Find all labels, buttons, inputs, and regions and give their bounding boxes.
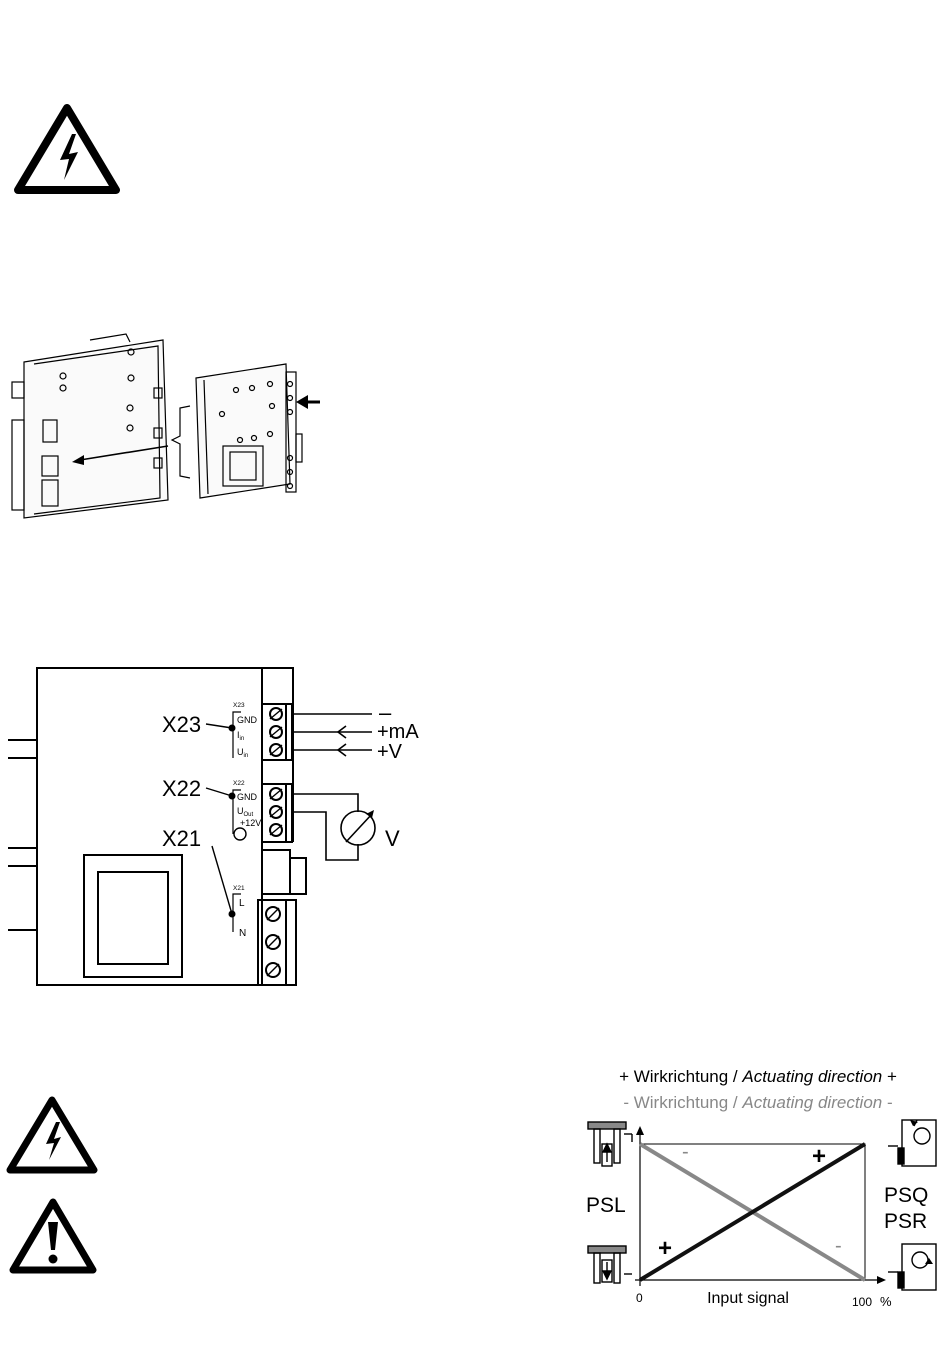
caution-warning-icon bbox=[8, 1196, 98, 1276]
valve-opening-icon bbox=[588, 1246, 632, 1283]
x21-pin-l: L bbox=[239, 898, 245, 909]
x23-pin-uin: Uin bbox=[237, 747, 248, 759]
label-psl: PSL bbox=[586, 1194, 626, 1217]
sign-positive-low: + bbox=[658, 1235, 672, 1262]
sign-negative-high: - bbox=[682, 1141, 689, 1163]
x21-pin-n: N bbox=[239, 928, 246, 939]
x21-tag: X21 bbox=[233, 885, 245, 892]
x22-pin-gnd: GND bbox=[237, 792, 258, 802]
meter-label: V bbox=[385, 826, 400, 851]
rotary-actuator-ccw-icon bbox=[888, 1120, 936, 1166]
label-psq: PSQ bbox=[884, 1184, 928, 1207]
actuating-direction-chart: + Wirkrichtung / Actuating direction + -… bbox=[580, 1060, 945, 1310]
title-negative: - Wirkrichtung / Actuating direction - bbox=[623, 1093, 892, 1112]
x22-label: X22 bbox=[162, 776, 201, 801]
x23-pin-gnd: GND bbox=[237, 715, 258, 725]
module-insertion-illustration bbox=[8, 328, 338, 528]
sign-negative-low: - bbox=[835, 1235, 842, 1257]
x22-tag: X22 bbox=[233, 780, 245, 787]
signal-v: +V bbox=[377, 741, 403, 763]
x-tick-0: 0 bbox=[636, 1291, 643, 1305]
valve-closing-icon bbox=[588, 1122, 632, 1166]
label-psr: PSR bbox=[884, 1210, 927, 1233]
signal-ma: +mA bbox=[377, 721, 419, 743]
sign-positive-high: + bbox=[812, 1143, 826, 1170]
x-axis-label: Input signal bbox=[707, 1290, 789, 1307]
x22-pin-uout: UOut bbox=[237, 806, 254, 818]
x21-label: X21 bbox=[162, 826, 201, 851]
x-tick-100: 100 bbox=[852, 1295, 872, 1309]
wiring-diagram: X23 X23 GND Iin Uin – +mA +V X22 X22 GND… bbox=[0, 660, 440, 990]
x22-pin-12v: +12V bbox=[240, 818, 261, 828]
x23-tag: X23 bbox=[233, 702, 245, 709]
x-tick-unit: % bbox=[880, 1294, 892, 1309]
title-positive: + Wirkrichtung / Actuating direction + bbox=[619, 1067, 897, 1086]
x23-pin-iin: Iin bbox=[237, 730, 244, 742]
rotary-actuator-cw-icon bbox=[888, 1244, 936, 1290]
high-voltage-warning-icon bbox=[12, 102, 122, 197]
high-voltage-warning-icon bbox=[4, 1094, 100, 1176]
x23-label: X23 bbox=[162, 712, 201, 737]
